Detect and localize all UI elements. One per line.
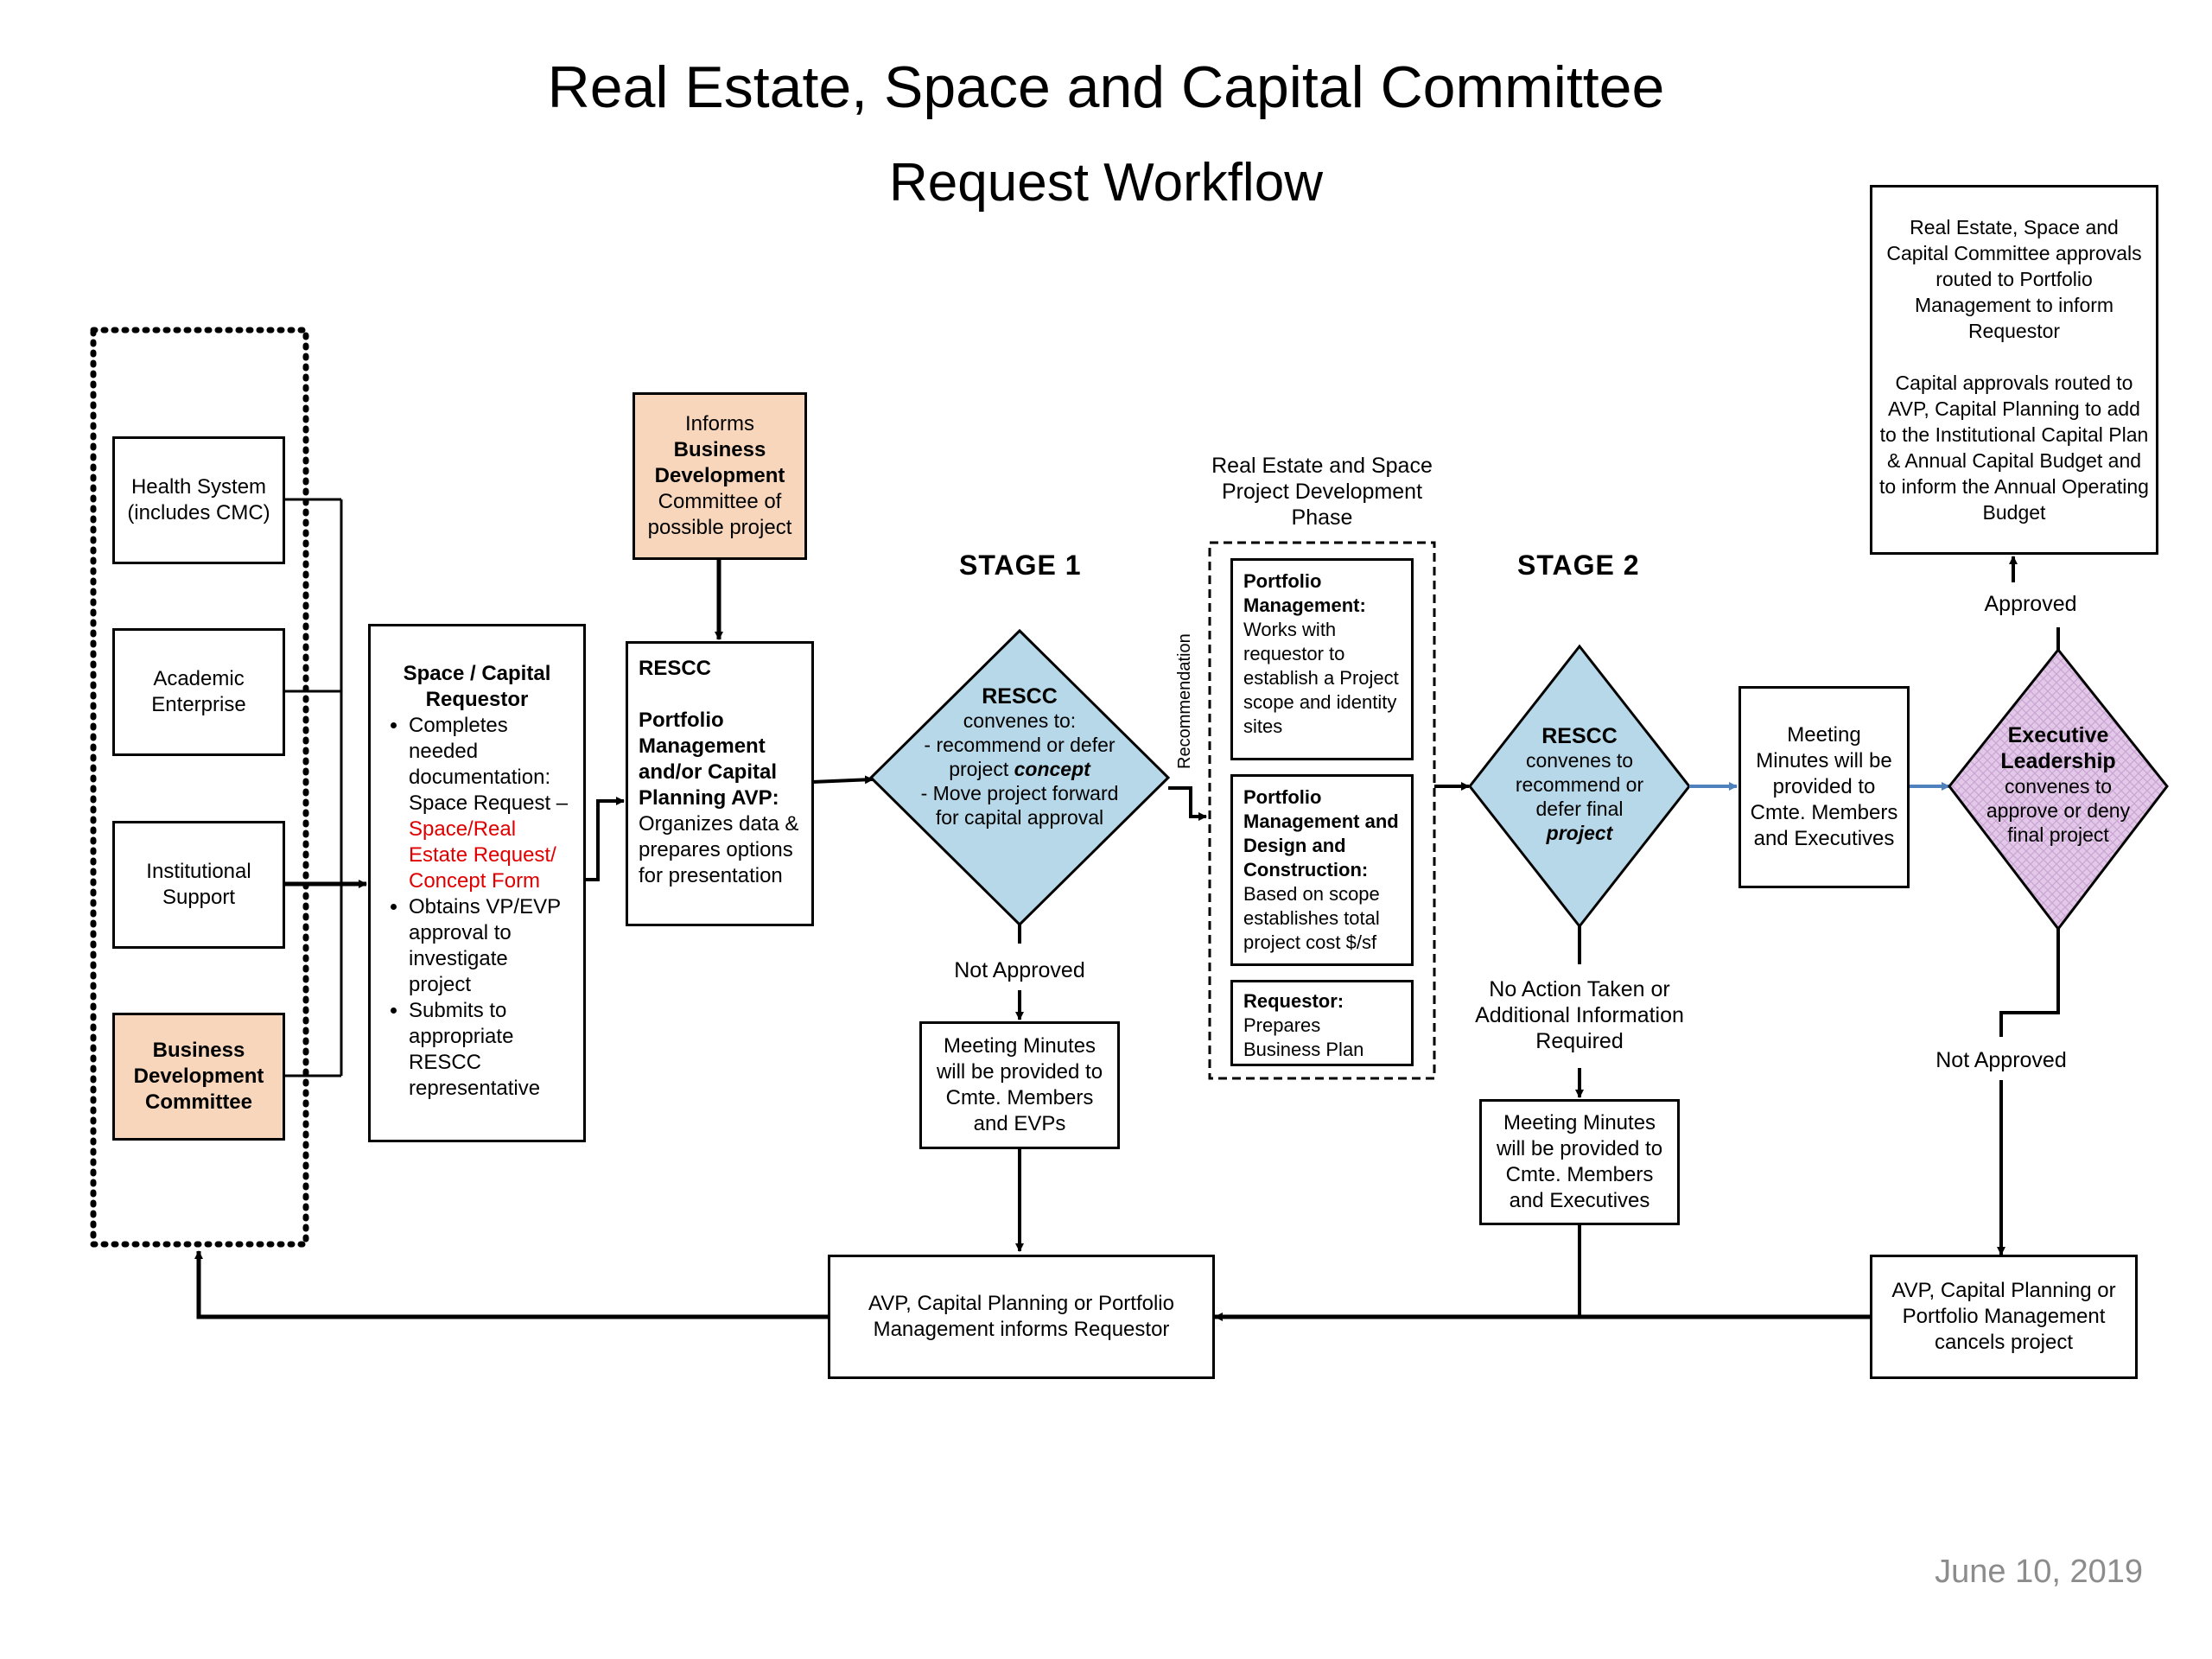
informs-bdc-line3: Committee of possible project [647, 490, 792, 539]
avp-cancels-text: AVP, Capital Planning or Portfolio Manag… [1891, 1279, 2116, 1354]
stage2-minutes-box: Meeting Minutes will be provided to Cmte… [1479, 1099, 1680, 1225]
footer-date: June 10, 2019 [1935, 1554, 2143, 1590]
source-health-system: Health System (includes CMC) [112, 436, 285, 564]
stage1-minutes-text: Meeting Minutes will be provided to Cmte… [936, 1034, 1103, 1135]
requestor-step-3: Submits to appropriate RESCC representat… [409, 998, 575, 1102]
stage2-diamond-title: RESCC [1541, 724, 1618, 748]
approvals-routing-box: Real Estate, Space and Capital Committee… [1870, 185, 2158, 555]
requestor-steps: Completes needed documentation: Space Re… [379, 713, 575, 1102]
source-group-dotted-frame [90, 327, 309, 1248]
rescc-portfolio-subtitle: Portfolio Management and/or Capital Plan… [639, 709, 779, 810]
arrow-informs-to-sources [194, 1250, 828, 1319]
page-subtitle: Request Workflow [889, 153, 1323, 213]
avp-cancels-project-box: AVP, Capital Planning or Portfolio Manag… [1870, 1255, 2138, 1379]
recommendation-label: Recommendation [1175, 633, 1194, 769]
stage1-line3: project concept [916, 757, 1123, 781]
informs-bdc-line1: Informs [684, 412, 754, 435]
source-institutional-label: Institutional Support [146, 860, 251, 909]
requestor-box: Space / Capital Requestor Completes need… [368, 624, 586, 1142]
exec-approved: Approved [1984, 592, 2077, 616]
exec-title: Executive Leadership [2000, 723, 2116, 773]
stage2-label: STAGE 2 [1517, 550, 1640, 581]
minutes-executives-text: Meeting Minutes will be provided to Cmte… [1750, 723, 1898, 850]
page-title: Real Estate, Space and Capital Committee [547, 54, 1665, 120]
source-academic-label: Academic Enterprise [151, 667, 246, 716]
rescc-portfolio-body: Organizes data & prepares options for pr… [639, 812, 799, 887]
dev-pmdc-title: Portfolio Management and Design and Cons… [1243, 786, 1399, 880]
dev-req-title: Requestor: [1243, 990, 1344, 1012]
informs-bdc-bold: Business Development [654, 438, 785, 487]
approvals-para2: Capital approvals routed to AVP, Capital… [1879, 372, 2149, 524]
concept-form-link[interactable]: Space/Real Estate Request/ Concept Form [409, 817, 556, 893]
stage1-line1: convenes to: [963, 709, 1077, 732]
dev-req-body: Prepares Business Plan [1243, 1014, 1364, 1060]
rescc-portfolio-box: RESCC Portfolio Management and/or Capita… [626, 641, 814, 926]
dev-requestor-box: Requestor: Prepares Business Plan [1230, 980, 1414, 1066]
stage1-diamond-title: RESCC [982, 684, 1058, 709]
dev-pm-body: Works with requestor to establish a Proj… [1243, 619, 1399, 737]
minutes-executives-box: Meeting Minutes will be provided to Cmte… [1738, 686, 1910, 888]
exec-down-line [1999, 929, 2060, 1037]
rescc-portfolio-title: RESCC [639, 657, 712, 680]
stage2-minutes-text: Meeting Minutes will be provided to Cmte… [1496, 1111, 1663, 1212]
requestor-step-1-text: Completes needed documentation: Space Re… [409, 714, 569, 815]
exec-body: convenes to approve or deny final projec… [1986, 775, 2131, 846]
dev-design-construction-box: Portfolio Management and Design and Cons… [1230, 774, 1414, 966]
stage1-minutes-box: Meeting Minutes will be provided to Cmte… [919, 1021, 1120, 1149]
source-business-development: Business Development Committee [112, 1013, 285, 1141]
dev-portfolio-management-box: Portfolio Management: Works with request… [1230, 558, 1414, 760]
source-academic-enterprise: Academic Enterprise [112, 628, 285, 756]
stage1-line3-em: concept [1014, 758, 1090, 780]
source-institutional-support: Institutional Support [112, 821, 285, 949]
source-connectors [285, 498, 343, 1077]
development-phase-frame [1208, 541, 1436, 1080]
arrow-stage1-to-development [1168, 786, 1207, 821]
stage1-label: STAGE 1 [959, 550, 1082, 581]
source-health-system-label: Health System (includes CMC) [127, 475, 270, 524]
source-business-dev-label: Business Development Committee [133, 1039, 264, 1114]
stage1-line3-prefix: project [949, 758, 1014, 780]
requestor-step-2: Obtains VP/EVP approval to investigate p… [409, 894, 575, 998]
requestor-step-1: Completes needed documentation: Space Re… [409, 713, 575, 894]
stage1-not-approved: Not Approved [954, 958, 1085, 982]
stage2-diamond-text: RESCC convenes to recommend or defer fin… [1502, 724, 1657, 845]
arrow-rescc-to-stage1 [811, 775, 874, 785]
stage2-line2-em: project [1546, 822, 1613, 844]
dev-pmdc-body: Based on scope establishes total project… [1243, 883, 1380, 953]
exec-not-approved: Not Approved [1936, 1048, 2067, 1072]
stage1-diamond-text: RESCC convenes to: - recommend or defer … [916, 684, 1123, 830]
stage2-line1: convenes to recommend or defer final [1515, 749, 1644, 820]
avp-informs-text: AVP, Capital Planning or Portfolio Manag… [868, 1292, 1174, 1341]
informs-bdc-box: Informs Business Development Committee o… [632, 392, 807, 560]
exec-diamond-text: Executive Leadership convenes to approve… [1980, 722, 2136, 847]
avp-informs-requestor-box: AVP, Capital Planning or Portfolio Manag… [828, 1255, 1215, 1379]
stage1-line2: - recommend or defer [924, 734, 1116, 756]
dev-pm-title: Portfolio Management: [1243, 570, 1366, 616]
approvals-para1: Real Estate, Space and Capital Committee… [1886, 216, 2142, 342]
stage1-line4: - Move project forward for capital appro… [920, 782, 1119, 829]
development-phase-label: Real Estate and Space Project Developmen… [1211, 454, 1433, 530]
stage2-no-action: No Action Taken or Additional Informatio… [1475, 977, 1684, 1053]
requestor-title: Space / Capital Requestor [403, 662, 551, 711]
arrow-requestor-to-rescc [584, 797, 625, 881]
